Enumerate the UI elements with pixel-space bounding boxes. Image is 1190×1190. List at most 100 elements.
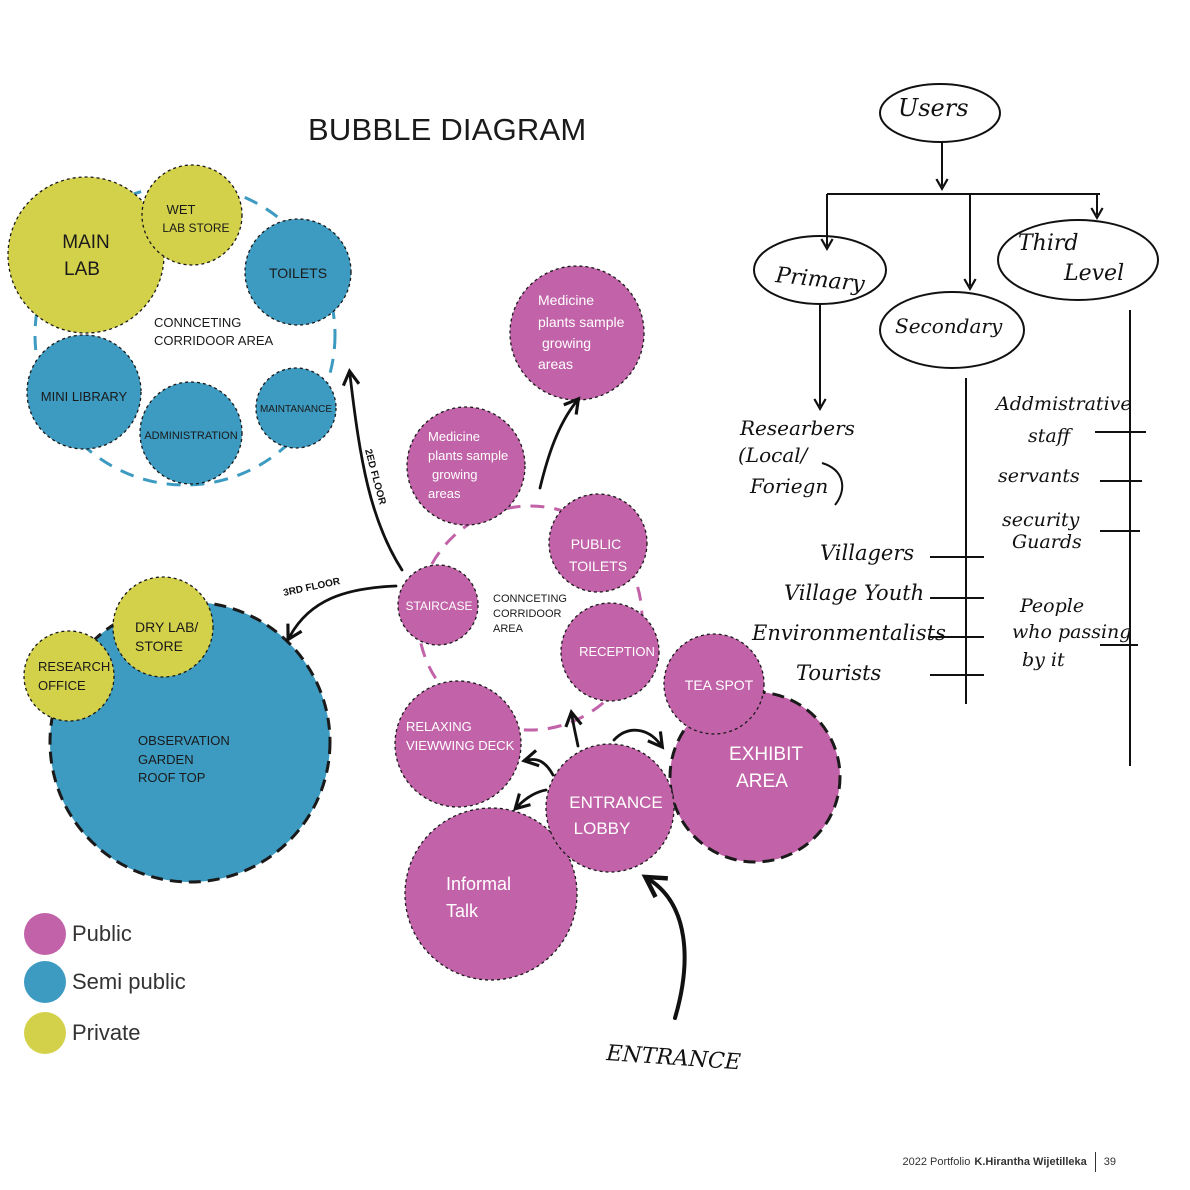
corridor-top-line2: CORRIDOOR AREA — [154, 333, 274, 348]
third-item-3-line1: security — [1002, 509, 1080, 531]
bubble-mini-library-label: MINI LIBRARY — [41, 389, 128, 404]
secondary-node — [879, 291, 1025, 369]
primary-node — [753, 235, 887, 305]
bubble-administration: ADMINISTRATION — [139, 381, 243, 485]
arrow-to-3rd-floor — [286, 584, 398, 643]
secondary-item-4: Tourists — [796, 661, 882, 685]
medicine-top-line4: areas — [538, 356, 573, 372]
footer-author: K.Hirantha Wijetilleka — [974, 1156, 1087, 1168]
legend-public: Public — [24, 913, 132, 955]
bubble-observation-line3: ROOF TOP — [138, 770, 205, 785]
arrow-lobby-to-informal — [512, 788, 548, 812]
legend-private: Private — [24, 1012, 140, 1054]
legend-semi-public-swatch — [24, 961, 66, 1003]
legend-private-swatch — [24, 1012, 66, 1054]
bubble-medicine-plants-mid: Medicine plants sample growing areas — [406, 406, 526, 526]
arrow-lobby-to-reception — [564, 709, 583, 748]
arrow-to-2nd-floor — [341, 367, 404, 572]
researchers-line1: Researbers — [739, 416, 855, 440]
bubble-dry-lab-store: DRY LAB/ STORE — [112, 576, 214, 678]
relaxing-line2: VIEWWING DECK — [406, 738, 515, 753]
page-footer: 2022 Portfolio K.Hirantha Wijetilleka 39 — [902, 1152, 1116, 1172]
third-item-1-line2: staff — [1028, 425, 1074, 447]
secondary-item-1: Villagers — [820, 541, 914, 565]
secondary-item-2: Village Youth — [784, 581, 924, 605]
bubble-observation-line1: OBSERVATION — [138, 733, 230, 748]
third-item-3-line2: Guards — [1012, 531, 1082, 553]
arrow-to-medicine-top — [538, 396, 581, 490]
footer-page-number: 39 — [1103, 1156, 1116, 1168]
diagram-title: BUBBLE DIAGRAM — [308, 112, 587, 147]
bubble-informal-talk: Informal Talk — [404, 807, 578, 981]
exhibit-line1: EXHIBIT — [729, 744, 803, 765]
third-level-node — [997, 219, 1159, 301]
corridor-top-line1: CONNCETING — [154, 315, 241, 330]
legend-public-swatch — [24, 913, 66, 955]
public-toilets-line1: PUBLIC — [571, 536, 622, 552]
reception-label: RECEPTION — [579, 644, 655, 659]
bubble-wet-lab-line1: WET — [167, 202, 196, 217]
arrow-entrance — [641, 874, 687, 1020]
bubble-maintanance-label: MAINTANANCE — [260, 404, 332, 415]
medicine-mid-line2: plants sample — [428, 448, 508, 463]
bubble-wet-lab-store: WET LAB STORE — [141, 164, 243, 266]
corridor-mid-line2: CORRIDOOR — [493, 608, 562, 620]
legend-semi-public-label: Semi public — [72, 969, 186, 994]
bubble-maintanance: MAINTANANCE — [255, 367, 337, 449]
bubble-mini-library: MINI LIBRARY — [26, 334, 142, 450]
legend-private-label: Private — [72, 1020, 141, 1045]
bubble-medicine-plants-top: Medicine plants sample growing areas — [509, 265, 645, 401]
third-item-4-line2: who passing — [1012, 621, 1131, 643]
floor3-label: 3RD FLOOR — [282, 576, 342, 599]
bubble-research-line2: OFFICE — [38, 678, 86, 693]
bubble-administration-label: ADMINISTRATION — [144, 430, 237, 442]
informal-line2: Talk — [446, 901, 479, 921]
entrance-lobby-line2: LOBBY — [574, 819, 631, 838]
corridor-mid-line3: AREA — [493, 623, 524, 635]
medicine-mid-line3: growing — [432, 467, 478, 482]
third-item-2: servants — [998, 465, 1080, 487]
bubble-observation-line2: GARDEN — [138, 752, 194, 767]
medicine-top-line3: growing — [542, 335, 591, 351]
public-toilets-line2: TOILETS — [569, 558, 627, 574]
bubble-toilets: TOILETS — [244, 218, 352, 326]
legend-public-label: Public — [72, 921, 132, 946]
bubble-reception: RECEPTION — [560, 602, 660, 702]
footer-separator — [1094, 1152, 1096, 1172]
bubble-tea-spot: TEA SPOT — [663, 633, 765, 735]
staircase-label: STAIRCASE — [405, 599, 472, 613]
bubble-main-lab: MAIN LAB — [7, 176, 165, 334]
exhibit-line2: AREA — [736, 771, 788, 792]
bubble-entrance-lobby: ENTRANCE LOBBY — [545, 743, 675, 873]
bubble-staircase: STAIRCASE — [397, 564, 479, 646]
tea-spot-label: TEA SPOT — [685, 677, 754, 693]
bubble-dry-lab-line2: STORE — [135, 638, 183, 654]
users-root-node — [879, 83, 1001, 143]
footer-prefix: 2022 Portfolio — [902, 1156, 971, 1168]
third-level-line1: Third — [1018, 231, 1078, 256]
secondary-label: Secondary — [895, 314, 1003, 338]
medicine-top-line2: plants sample — [538, 314, 625, 330]
bubble-toilets-label: TOILETS — [269, 265, 327, 281]
relaxing-line1: RELAXING — [406, 719, 472, 734]
medicine-mid-line4: areas — [428, 486, 461, 501]
bubble-dry-lab-line1: DRY LAB/ — [135, 619, 198, 635]
bubble-wet-lab-line2: LAB STORE — [162, 221, 229, 235]
medicine-top-line1: Medicine — [538, 292, 594, 308]
informal-line1: Informal — [446, 874, 511, 894]
entrance-label: ENTRANCE — [605, 1041, 742, 1075]
entrance-lobby-line1: ENTRANCE — [569, 793, 663, 812]
legend-semi-public: Semi public — [24, 961, 186, 1003]
users-tree — [753, 83, 1159, 766]
bubble-research-office: RESEARCH OFFICE — [23, 630, 115, 722]
researchers-line2: (Local/ — [738, 443, 810, 467]
bubble-observation-garden: OBSERVATION GARDEN ROOF TOP — [48, 600, 332, 884]
third-item-4-line3: by it — [1022, 649, 1065, 671]
bubble-public-toilets: PUBLIC TOILETS — [548, 493, 648, 593]
medicine-mid-line1: Medicine — [428, 429, 480, 444]
arrow-lobby-to-deck — [521, 749, 555, 777]
researchers-line3: Foriegn — [749, 474, 828, 498]
third-item-1-line1: Addmistrative — [994, 393, 1132, 415]
corridor-mid-line1: CONNCETING — [493, 593, 567, 605]
